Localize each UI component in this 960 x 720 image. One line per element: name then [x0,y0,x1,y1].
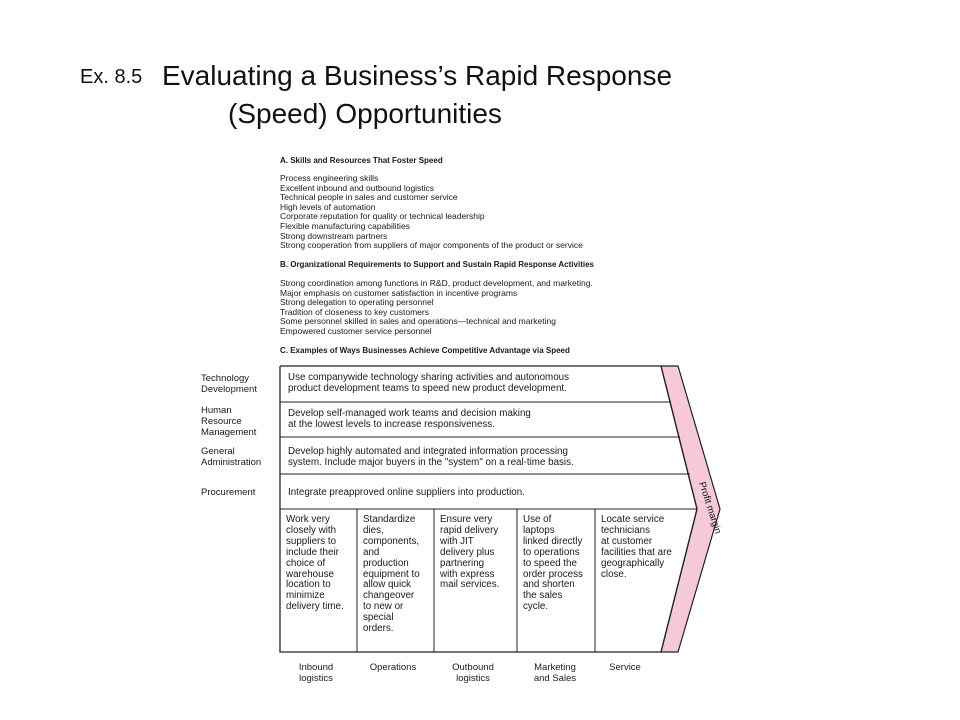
list-item: High levels of automation [280,201,376,212]
column-label-operations: Operations [369,662,417,673]
column-label-service: Service [609,662,641,673]
row-label-technology-development: Technology Development [201,373,257,395]
row-label-human-resource-management: Human Resource Management [201,405,257,438]
list-item: Process engineering skills [280,173,379,183]
section-b-heading: B. Organizational Requirements to Suppor… [280,260,594,269]
list-item: Strong cooperation from suppliers of maj… [280,240,583,251]
list-item: Strong delegation to operating personnel [280,297,434,308]
page-title-line-2: (Speed) Opportunities [228,98,502,129]
row-label-general-administration: General Administration [201,446,262,468]
support-text-technology: Use companywide technology sharing activ… [288,372,570,394]
support-text-administration: Develop highly automated and integrated … [288,446,574,468]
list-item: Major emphasis on customer satisfaction … [280,287,518,298]
value-chain-outline [279,365,698,653]
section-a-list: Process engineering skills Excellent inb… [280,173,583,251]
section-c-heading: C. Examples of Ways Businesses Achieve C… [280,346,570,355]
primary-text-marketing-sales: Use of laptops linked directly to operat… [523,514,583,613]
list-item: Corporate reputation for quality or tech… [280,211,485,222]
list-item: Empowered customer service personnel [280,325,432,336]
primary-text-inbound-logistics: Work very closely with suppliers to incl… [286,514,344,613]
list-item: Technical people in sales and customer s… [280,192,458,203]
list-item: Excellent inbound and outbound logistics [280,182,435,193]
list-item: Tradition of closeness to key customers [280,306,429,317]
primary-text-outbound-logistics: Ensure very rapid delivery with JIT deli… [440,514,500,591]
list-item: Flexible manufacturing capabilities [280,220,410,231]
primary-text-service: Locate service technicians at customer f… [601,514,672,580]
list-item: Strong downstream partners [280,230,388,241]
row-label-procurement: Procurement [201,487,256,498]
column-label-marketing-sales: Marketing and Sales [533,662,577,684]
page-title-line-1: Evaluating a Business’s Rapid Response [162,60,673,91]
section-b-list: Strong coordination among functions in R… [280,278,593,337]
column-label-inbound-logistics: Inbound logistics [298,662,334,684]
support-text-procurement: Integrate preapproved online suppliers i… [288,487,525,498]
section-a-heading: A. Skills and Resources That Foster Spee… [280,156,443,165]
column-label-outbound-logistics: Outbound logistics [452,662,494,684]
exhibit-number: Ex. 8.5 [80,66,143,88]
primary-text-operations: Standardize dies, components, and produc… [363,514,420,635]
list-item: Some personnel skilled in sales and oper… [280,316,556,327]
support-text-hr: Develop self-managed work teams and deci… [288,408,531,430]
list-item: Strong coordination among functions in R… [280,278,593,288]
